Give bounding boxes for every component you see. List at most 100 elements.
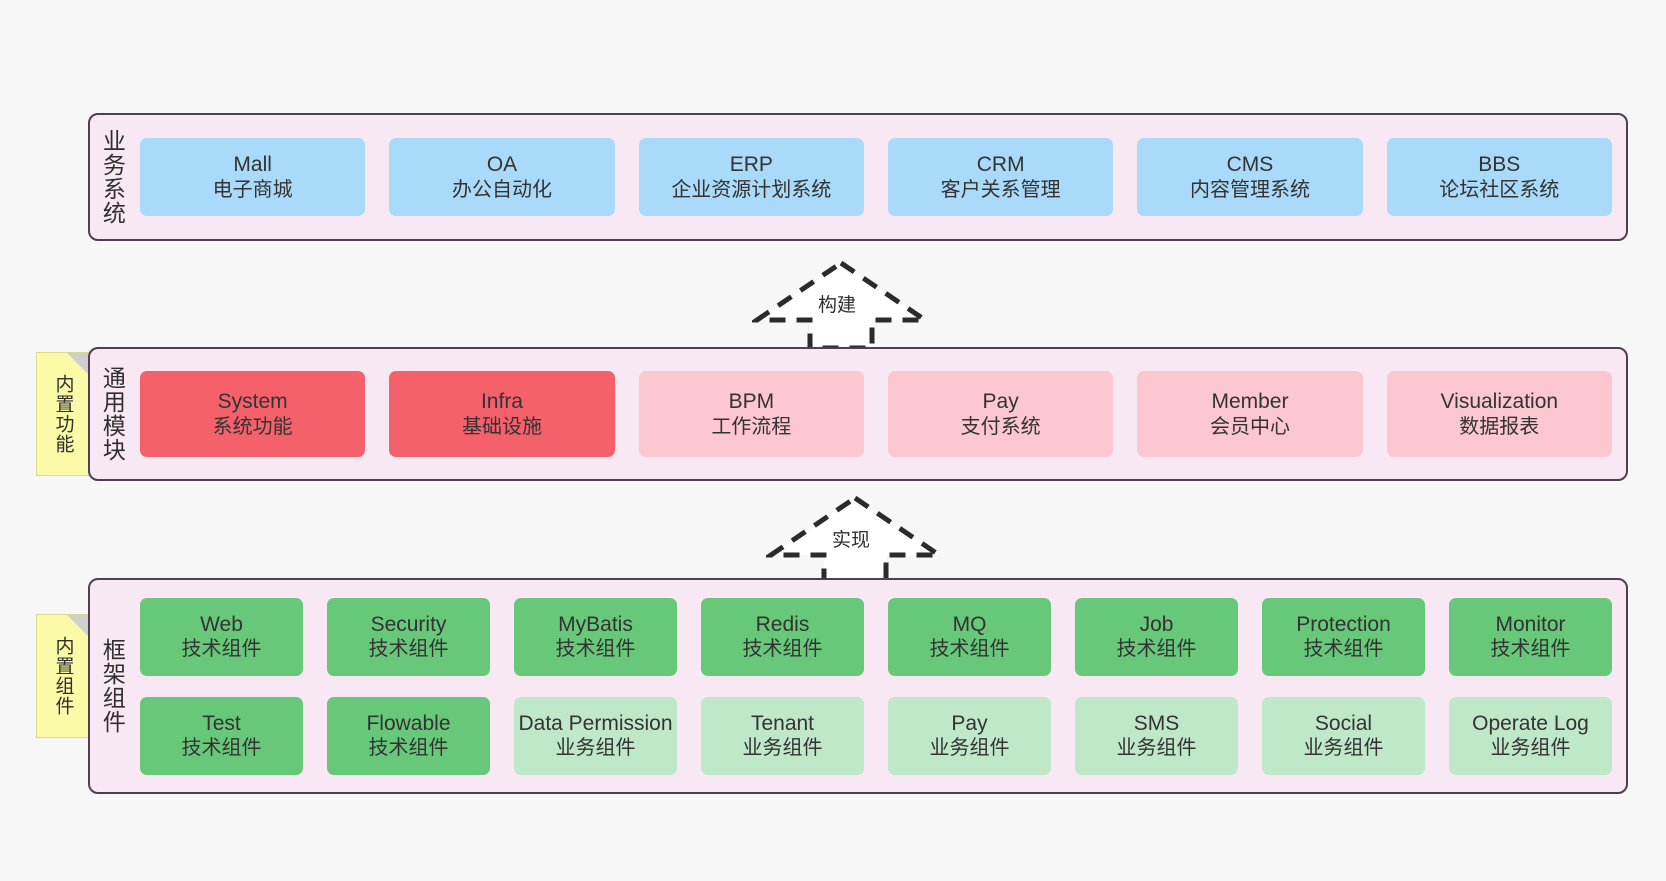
node-job[interactable]: Job 技术组件	[1075, 597, 1238, 676]
node-title: CRM	[976, 153, 1025, 176]
layer-body-business-system: Mall 电子商城 OA 办公自动化 ERP 企业资源计划系统 CRM 客户关系…	[134, 115, 1626, 239]
node-subtitle: 技术组件	[555, 638, 636, 661]
node-title: Job	[1139, 612, 1174, 636]
node-web[interactable]: Web 技术组件	[140, 597, 303, 676]
node-redis[interactable]: Redis 技术组件	[701, 597, 864, 676]
node-subtitle: 业务组件	[1490, 737, 1571, 760]
node-subtitle: 办公自动化	[451, 178, 552, 201]
node-bbs[interactable]: BBS 论坛社区系统	[1386, 138, 1612, 216]
layer-business-system: 业务系统 Mall 电子商城 OA 办公自动化 ERP 企业资源计划系统 CRM…	[88, 113, 1628, 241]
node-subtitle: 业务组件	[1303, 737, 1384, 760]
node-test[interactable]: Test 技术组件	[140, 696, 303, 775]
node-title: CMS	[1226, 153, 1274, 176]
node-title: OA	[486, 153, 518, 176]
node-data-permission[interactable]: Data Permission 业务组件	[514, 696, 677, 775]
node-system[interactable]: System 系统功能	[140, 371, 366, 457]
node-protection[interactable]: Protection 技术组件	[1262, 597, 1425, 676]
node-title: Social	[1314, 711, 1373, 735]
layer-title-common-module: 通用模块	[99, 366, 126, 462]
node-title: Web	[200, 612, 243, 636]
node-title: Tenant	[750, 711, 815, 735]
node-title: MyBatis	[558, 612, 633, 636]
node-row: Mall 电子商城 OA 办公自动化 ERP 企业资源计划系统 CRM 客户关系…	[140, 138, 1612, 216]
note-text: 内置组件	[52, 636, 74, 716]
node-subtitle: 客户关系管理	[940, 178, 1061, 201]
node-oa[interactable]: OA 办公自动化	[389, 138, 615, 216]
node-subtitle: 技术组件	[742, 638, 823, 661]
node-tenant[interactable]: Tenant 业务组件	[701, 696, 864, 775]
node-subtitle: 系统功能	[212, 415, 293, 438]
node-title: Data Permission	[518, 711, 673, 735]
node-subtitle: 技术组件	[368, 737, 449, 760]
node-subtitle: 业务组件	[1116, 737, 1197, 760]
node-title: Infra	[480, 390, 523, 413]
node-subtitle: 数据报表	[1459, 415, 1540, 438]
node-mybatis[interactable]: MyBatis 技术组件	[514, 597, 677, 676]
note-builtin-component: 内置组件	[36, 614, 90, 738]
node-title: Flowable	[366, 711, 451, 735]
node-row: Test 技术组件 Flowable 技术组件 Data Permission …	[140, 696, 1612, 775]
node-mall[interactable]: Mall 电子商城	[140, 138, 366, 216]
node-subtitle: 技术组件	[1303, 638, 1384, 661]
note-builtin-function: 内置功能	[36, 352, 90, 476]
node-title: Redis	[755, 612, 810, 636]
node-title: Test	[202, 711, 241, 735]
arrow-implement-label: 实现	[832, 530, 871, 551]
node-cms[interactable]: CMS 内容管理系统	[1137, 138, 1363, 216]
node-member[interactable]: Member 会员中心	[1137, 371, 1363, 457]
node-social[interactable]: Social 业务组件	[1262, 696, 1425, 775]
node-security[interactable]: Security 技术组件	[327, 597, 490, 676]
node-subtitle: 技术组件	[368, 638, 449, 661]
node-subtitle: 技术组件	[1116, 638, 1197, 661]
node-subtitle: 支付系统	[960, 415, 1041, 438]
node-title: BPM	[728, 390, 775, 413]
node-subtitle: 业务组件	[742, 737, 823, 760]
node-subtitle: 技术组件	[181, 638, 262, 661]
node-subtitle: 论坛社区系统	[1439, 178, 1560, 201]
layer-title-framework-component: 框架组件	[99, 638, 126, 734]
node-sms[interactable]: SMS 业务组件	[1075, 696, 1238, 775]
node-title: Member	[1211, 390, 1289, 413]
node-crm[interactable]: CRM 客户关系管理	[887, 138, 1114, 216]
node-erp[interactable]: ERP 企业资源计划系统	[638, 138, 864, 216]
layer-common-module: 通用模块 System 系统功能 Infra 基础设施 BPM 工作流程 Pay…	[88, 347, 1628, 481]
node-title: Protection	[1296, 612, 1391, 636]
node-monitor[interactable]: Monitor 技术组件	[1449, 597, 1612, 676]
node-subtitle: 会员中心	[1209, 415, 1290, 438]
node-infra[interactable]: Infra 基础设施	[389, 371, 615, 457]
node-subtitle: 电子商城	[212, 178, 293, 201]
node-title: System	[217, 390, 288, 413]
node-title: Mall	[233, 153, 272, 176]
note-text: 内置功能	[52, 374, 74, 454]
node-row: Web 技术组件 Security 技术组件 MyBatis 技术组件 Redi…	[140, 597, 1612, 676]
node-title: Monitor	[1495, 612, 1566, 636]
node-title: Pay	[982, 390, 1019, 413]
layer-title-business-system: 业务系统	[99, 129, 126, 225]
layer-framework-component: 框架组件 Web 技术组件 Security 技术组件 MyBatis 技术组件…	[88, 578, 1628, 794]
node-title: Operate Log	[1472, 711, 1589, 735]
node-title: SMS	[1133, 711, 1180, 735]
node-title: Pay	[951, 711, 988, 735]
node-subtitle: 基础设施	[461, 415, 542, 438]
node-subtitle: 技术组件	[1490, 638, 1571, 661]
node-title: Security	[370, 612, 447, 636]
node-operate-log[interactable]: Operate Log 业务组件	[1449, 696, 1612, 775]
node-subtitle: 内容管理系统	[1189, 178, 1310, 201]
layer-body-framework-component: Web 技术组件 Security 技术组件 MyBatis 技术组件 Redi…	[134, 580, 1626, 792]
arrow-build-label: 构建	[818, 295, 857, 316]
node-subtitle: 工作流程	[711, 415, 792, 438]
node-pay-module[interactable]: Pay 支付系统	[887, 371, 1114, 457]
node-pay-component[interactable]: Pay 业务组件	[888, 696, 1051, 775]
node-flowable[interactable]: Flowable 技术组件	[327, 696, 490, 775]
node-bpm[interactable]: BPM 工作流程	[638, 371, 864, 457]
node-subtitle: 技术组件	[181, 737, 262, 760]
node-subtitle: 业务组件	[555, 737, 636, 760]
node-row: System 系统功能 Infra 基础设施 BPM 工作流程 Pay 支付系统…	[140, 371, 1612, 457]
node-visualization[interactable]: Visualization 数据报表	[1386, 371, 1612, 457]
layer-body-common-module: System 系统功能 Infra 基础设施 BPM 工作流程 Pay 支付系统…	[134, 349, 1626, 479]
node-mq[interactable]: MQ 技术组件	[888, 597, 1051, 676]
node-title: Visualization	[1440, 390, 1559, 413]
node-title: MQ	[952, 612, 987, 636]
node-subtitle: 企业资源计划系统	[671, 178, 832, 201]
